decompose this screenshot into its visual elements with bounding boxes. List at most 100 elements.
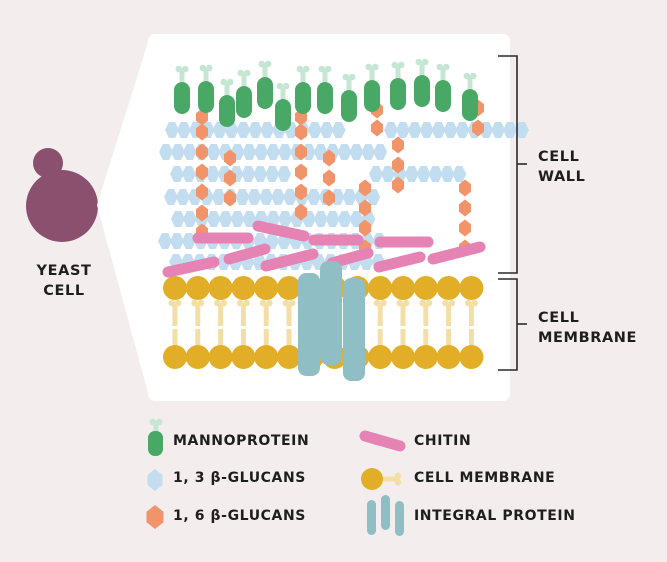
mannoprotein [257, 60, 273, 109]
mannoprotein-icon [148, 418, 163, 456]
glucan-1-3-unit [235, 189, 250, 205]
yeast-cell-icon [26, 148, 98, 242]
glucan-1-3-unit [331, 122, 346, 138]
glucan-1-3-unit [349, 211, 364, 227]
lipid-head-inner [459, 345, 484, 369]
beta-1-3-glucan-icon [147, 469, 163, 491]
glucan-1-3-unit [242, 144, 257, 160]
glucan-1-6-unit [459, 199, 471, 217]
glucan-1-3-unit [266, 144, 281, 160]
mannoprotein [295, 65, 311, 114]
glucan-1-3-unit [247, 189, 262, 205]
protein-body [341, 90, 357, 122]
lipid-head-inner [413, 345, 438, 369]
glucan-1-3-unit [325, 211, 340, 227]
glucan-1-3-unit [313, 211, 328, 227]
glucan-1-3-unit [211, 189, 226, 205]
glucan-1-3-unit [260, 122, 275, 138]
legend-label-glucan-1-3: 1, 3 β-GLUCANS [173, 470, 306, 486]
glucan-1-3-unit [218, 211, 233, 227]
glucan-1-3-unit [419, 122, 434, 138]
yeast-bud [33, 148, 63, 178]
protein-body [435, 80, 451, 112]
glucan-1-6-unit [196, 163, 208, 181]
lipid-tail-upper [282, 299, 296, 326]
glucan-1-6-unit [196, 143, 208, 161]
glucan-1-6-unit [323, 189, 335, 207]
cell-membrane-label-line1: CELL [538, 310, 580, 326]
glucan-1-3-unit [416, 166, 431, 182]
cell-membrane-label: CELL MEMBRANE [538, 308, 637, 348]
integral-protein [343, 278, 365, 381]
glucan-1-3-unit [428, 166, 443, 182]
lipid-tail-upper [442, 299, 456, 326]
lipid-head-inner [231, 345, 256, 369]
mannoprotein [275, 82, 291, 131]
integral-protein-icon [367, 495, 404, 536]
glucan-1-3-unit [164, 189, 178, 205]
glucan-1-3-unit [236, 122, 251, 138]
protein-body [390, 78, 406, 110]
glucan-1-3-unit [265, 166, 280, 182]
glucan-1-3-unit [361, 144, 376, 160]
glucan-1-6-unit [371, 119, 383, 137]
glucan-1-3-unit [514, 122, 529, 138]
chitin-fiber [223, 243, 271, 265]
lipid-head-inner [254, 345, 279, 369]
protein-helix [381, 495, 390, 530]
glucan-1-6-unit [359, 179, 371, 197]
protein-body [317, 82, 333, 114]
glucan-1-6-unit [323, 149, 335, 167]
glucan-1-3-unit [278, 211, 293, 227]
chitin-fiber [373, 251, 426, 273]
glucan-1-3-unit [277, 166, 292, 182]
lipid-head-inner [208, 345, 233, 369]
lipid-tail-upper [396, 299, 410, 326]
glucan-1-3-unit [491, 122, 506, 138]
mannose-head [436, 63, 450, 80]
cell-wall-label-line1: CELL [538, 149, 580, 165]
glucan-1-6-unit [472, 119, 484, 137]
glucan-1-3-unit [169, 233, 184, 249]
lipid-head-outer [436, 276, 461, 300]
glucan-1-3-unit [248, 122, 263, 138]
integral-protein [320, 261, 342, 365]
glucan-1-3-unit [159, 144, 173, 160]
protein-helix [395, 501, 404, 536]
mannoprotein-layer [174, 58, 478, 131]
lipid-head-inner [391, 345, 415, 369]
yeast-label-line1: YEAST [36, 263, 92, 279]
glucan-1-6-unit [459, 179, 471, 197]
mannoprotein [219, 78, 235, 127]
mannose-head [318, 65, 332, 82]
mannose-head [220, 78, 234, 95]
glucan-1-3-unit [349, 144, 364, 160]
cell-membrane-label-line2: MEMBRANE [538, 330, 638, 346]
glucan-1-3-unit [431, 122, 446, 138]
cell-membrane-bracket [498, 278, 527, 371]
legend-label-cell-membrane: CELL MEMBRANE [414, 470, 556, 486]
mannoprotein [317, 65, 333, 114]
protein-body [219, 95, 235, 127]
lipid-head-outer [208, 276, 233, 300]
mannoprotein [364, 63, 380, 112]
glucan-1-6-unit [224, 169, 236, 187]
chitin-fiber [326, 247, 374, 269]
mannose-head [175, 65, 189, 82]
glucan-1-3-unit [369, 166, 383, 182]
lipid-head-outer [459, 276, 484, 300]
chitin-fiber [162, 256, 220, 278]
glucan-1-6-unit [392, 136, 404, 154]
cell-wall-label-line2: WALL [538, 169, 586, 185]
chitin-fiber [252, 220, 310, 242]
glucan-1-3-unit [259, 189, 274, 205]
glucan-1-3-unit [395, 122, 410, 138]
glucan-1-3-unit [384, 122, 398, 138]
glucan-1-6-unit [196, 123, 208, 141]
protein-body [295, 82, 311, 114]
integral-proteins [298, 261, 365, 381]
mannose-head [296, 65, 310, 82]
cell-wall-bracket [498, 55, 527, 274]
lipid-tail-upper [214, 299, 228, 326]
chitin-icon [359, 430, 406, 452]
